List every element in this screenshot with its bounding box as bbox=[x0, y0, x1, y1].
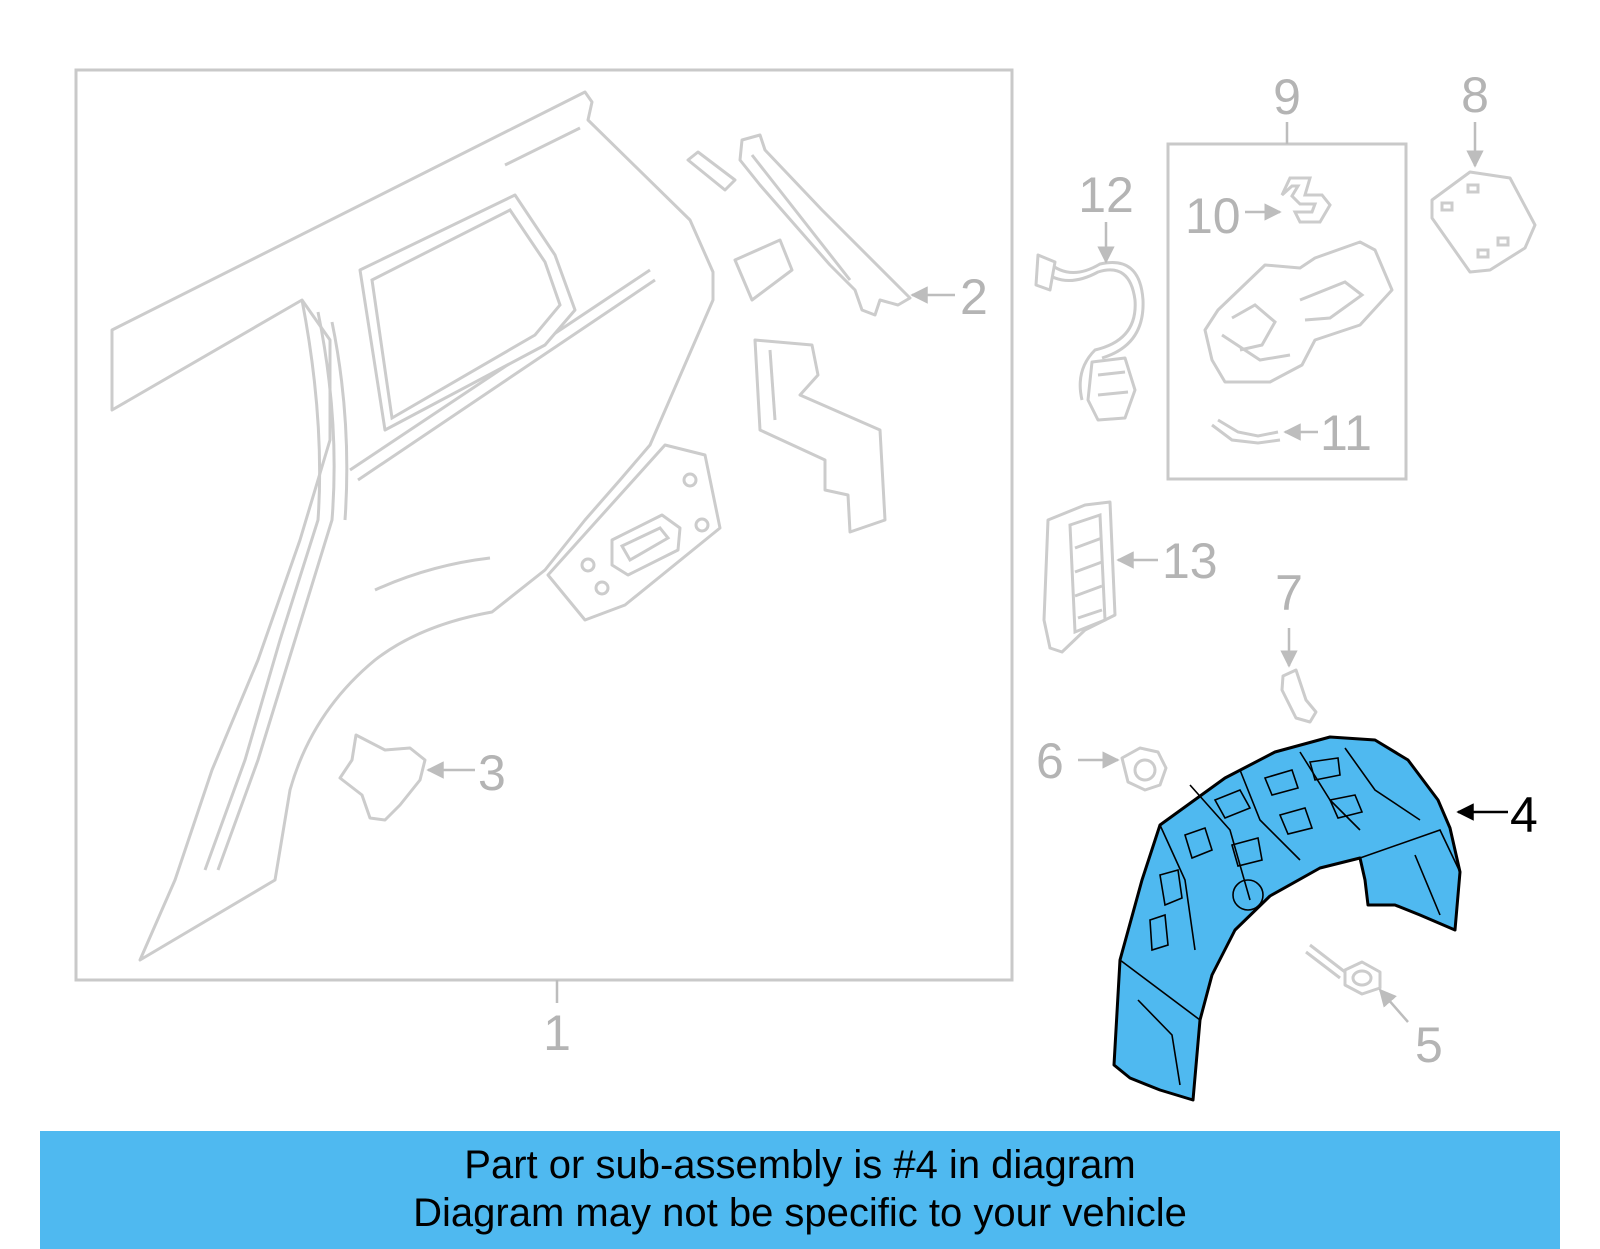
part-6-grommet[interactable] bbox=[1120, 746, 1168, 792]
callout-5: 5 bbox=[1415, 1017, 1443, 1073]
quarter-panel-frame bbox=[74, 68, 1014, 982]
banner-line-2: Diagram may not be specific to your vehi… bbox=[413, 1191, 1187, 1235]
callout-4: 4 bbox=[1510, 787, 1538, 843]
part-12-harness[interactable] bbox=[1034, 253, 1145, 422]
callout-9: 9 bbox=[1273, 69, 1301, 125]
info-banner: Part or sub-assembly is #4 in diagram Di… bbox=[40, 1131, 1560, 1249]
part-10-clip[interactable] bbox=[1280, 176, 1332, 224]
part-4-wheelhouse-liner[interactable] bbox=[1112, 735, 1462, 1102]
callout-7: 7 bbox=[1275, 565, 1303, 621]
callout-10: 10 bbox=[1185, 188, 1241, 244]
callout-3: 3 bbox=[478, 745, 506, 801]
banner-line-1: Part or sub-assembly is #4 in diagram bbox=[464, 1143, 1136, 1187]
part-3-bracket[interactable] bbox=[338, 733, 427, 822]
callout-8: 8 bbox=[1461, 67, 1489, 123]
callout-5-leader bbox=[1378, 988, 1409, 1023]
part-5-bolt[interactable] bbox=[1305, 943, 1382, 996]
callout-12: 12 bbox=[1078, 167, 1134, 223]
callout-1: 1 bbox=[543, 1005, 571, 1061]
part-7-push-clip[interactable] bbox=[1280, 668, 1318, 724]
part-13-vent[interactable] bbox=[1042, 500, 1117, 654]
part-11-cable[interactable] bbox=[1211, 418, 1281, 445]
part-9-fuel-door-housing[interactable] bbox=[1203, 240, 1394, 384]
callout-2: 2 bbox=[960, 269, 988, 325]
part-2-reinforcement[interactable] bbox=[686, 133, 912, 534]
callout-6: 6 bbox=[1036, 733, 1064, 789]
part-8-fuel-door[interactable] bbox=[1430, 170, 1537, 274]
part-1-quarter-panel[interactable] bbox=[110, 90, 722, 962]
callout-13: 13 bbox=[1162, 533, 1218, 589]
callout-11: 11 bbox=[1320, 405, 1372, 461]
